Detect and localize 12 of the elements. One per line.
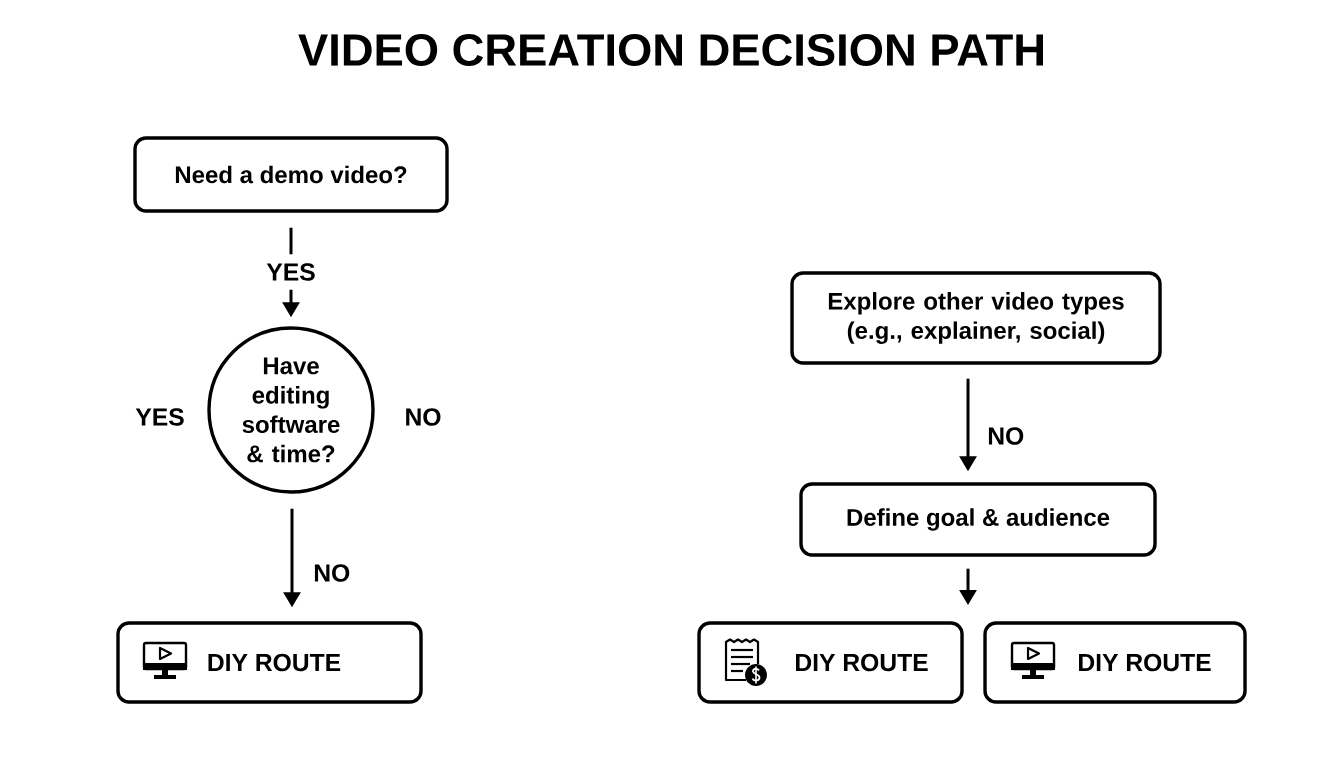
result-box: DIY ROUTE bbox=[697, 621, 964, 704]
branch-label: NO bbox=[406, 408, 441, 426]
branch-label: YES bbox=[135, 408, 184, 426]
edge-label: NO bbox=[310, 555, 354, 591]
title: VIDEO CREATION DECISION PATH bbox=[298, 33, 1043, 67]
process-box: Define goal & audience bbox=[799, 482, 1157, 557]
edge-label: NO bbox=[984, 418, 1028, 454]
question-box: Need a demo video? bbox=[133, 136, 449, 213]
edge-label: YES bbox=[263, 254, 319, 290]
result-box: DIY ROUTE bbox=[983, 621, 1247, 704]
process-box: Explore other video types (e.g., explainer, social) bbox=[790, 271, 1162, 365]
result-box: DIY ROUTE bbox=[116, 621, 423, 704]
